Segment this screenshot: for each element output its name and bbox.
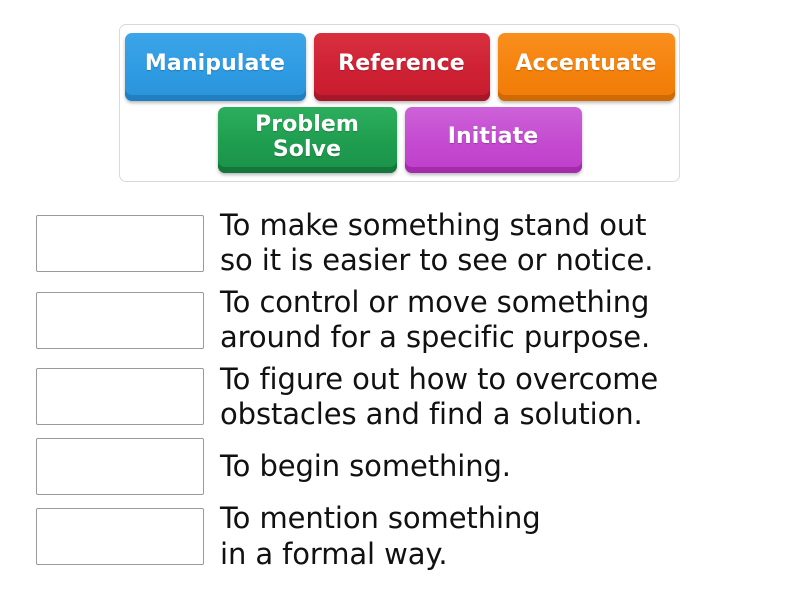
tile-row-2: Problem Solve Initiate xyxy=(214,107,586,173)
definition-text-4: To begin something. xyxy=(220,449,511,484)
drop-zone-4[interactable] xyxy=(36,438,204,496)
definition-text-3: To figure out how to overcome obstacles … xyxy=(220,361,659,431)
tile-label: Initiate xyxy=(447,124,539,150)
answer-row: To mention something in a formal way. xyxy=(36,501,766,572)
tile-label: Problem Solve xyxy=(255,111,359,162)
draggable-tile-accentuate[interactable]: Accentuate xyxy=(497,33,675,101)
tile-label: Manipulate xyxy=(144,51,286,77)
definition-text-2: To control or move something around for … xyxy=(220,284,651,355)
tile-row-1: Manipulate Reference Accentuate xyxy=(121,33,679,101)
definition-text-1: To make something stand out so it is eas… xyxy=(220,208,654,278)
answer-list: To make something stand out so it is eas… xyxy=(36,208,766,578)
word-tiles-tray: Manipulate Reference Accentuate Problem … xyxy=(119,24,680,182)
answer-row: To make something stand out so it is eas… xyxy=(36,208,766,279)
tile-label: Reference xyxy=(338,51,465,77)
drop-zone-3[interactable] xyxy=(36,368,204,426)
drop-zone-5[interactable] xyxy=(36,508,204,566)
definition-text-5: To mention something in a formal way. xyxy=(220,501,541,571)
draggable-tile-manipulate[interactable]: Manipulate xyxy=(124,33,306,101)
answer-row: To begin something. xyxy=(36,438,766,496)
tile-label: Accentuate xyxy=(515,51,657,77)
answer-row: To figure out how to overcome obstacles … xyxy=(36,362,766,433)
draggable-tile-problem-solve[interactable]: Problem Solve xyxy=(217,107,397,173)
answer-row: To control or move something around for … xyxy=(36,285,766,356)
draggable-tile-reference[interactable]: Reference xyxy=(313,33,490,101)
drop-zone-2[interactable] xyxy=(36,291,204,349)
drop-zone-1[interactable] xyxy=(36,214,204,272)
draggable-tile-initiate[interactable]: Initiate xyxy=(404,107,582,173)
